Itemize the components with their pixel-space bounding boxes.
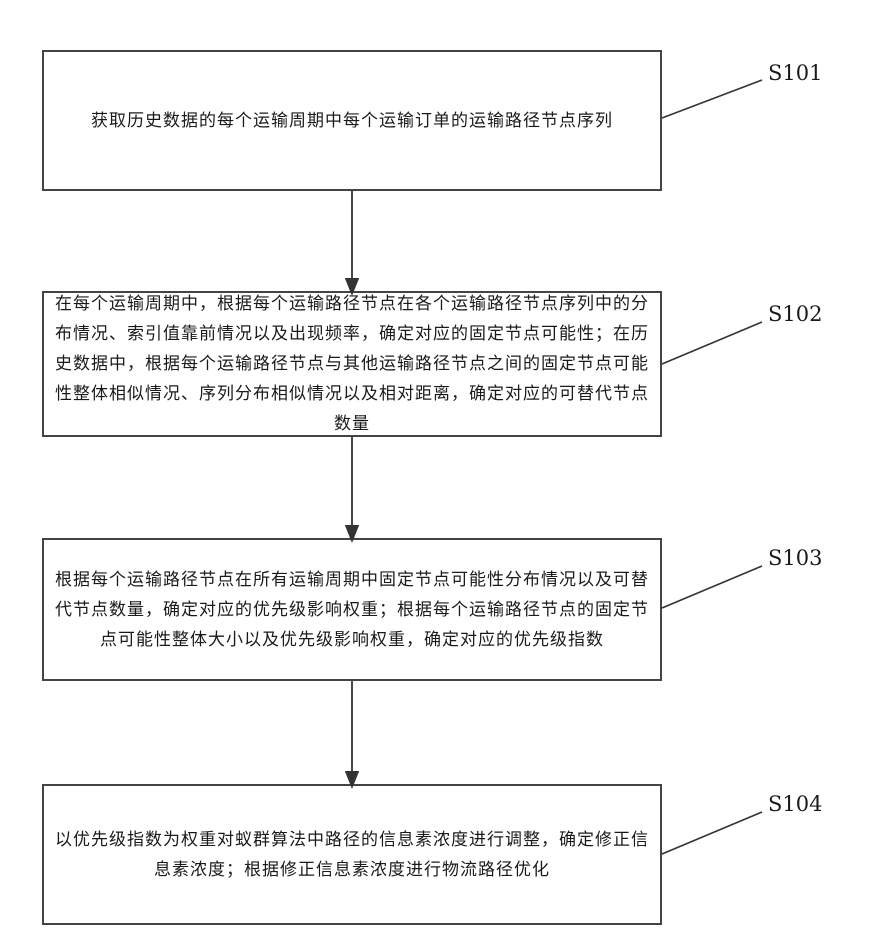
leader-line-s102 <box>662 322 762 364</box>
leader-line-s103 <box>662 566 762 608</box>
leader-line-s104 <box>662 812 762 854</box>
leader-line-s101 <box>662 80 762 118</box>
